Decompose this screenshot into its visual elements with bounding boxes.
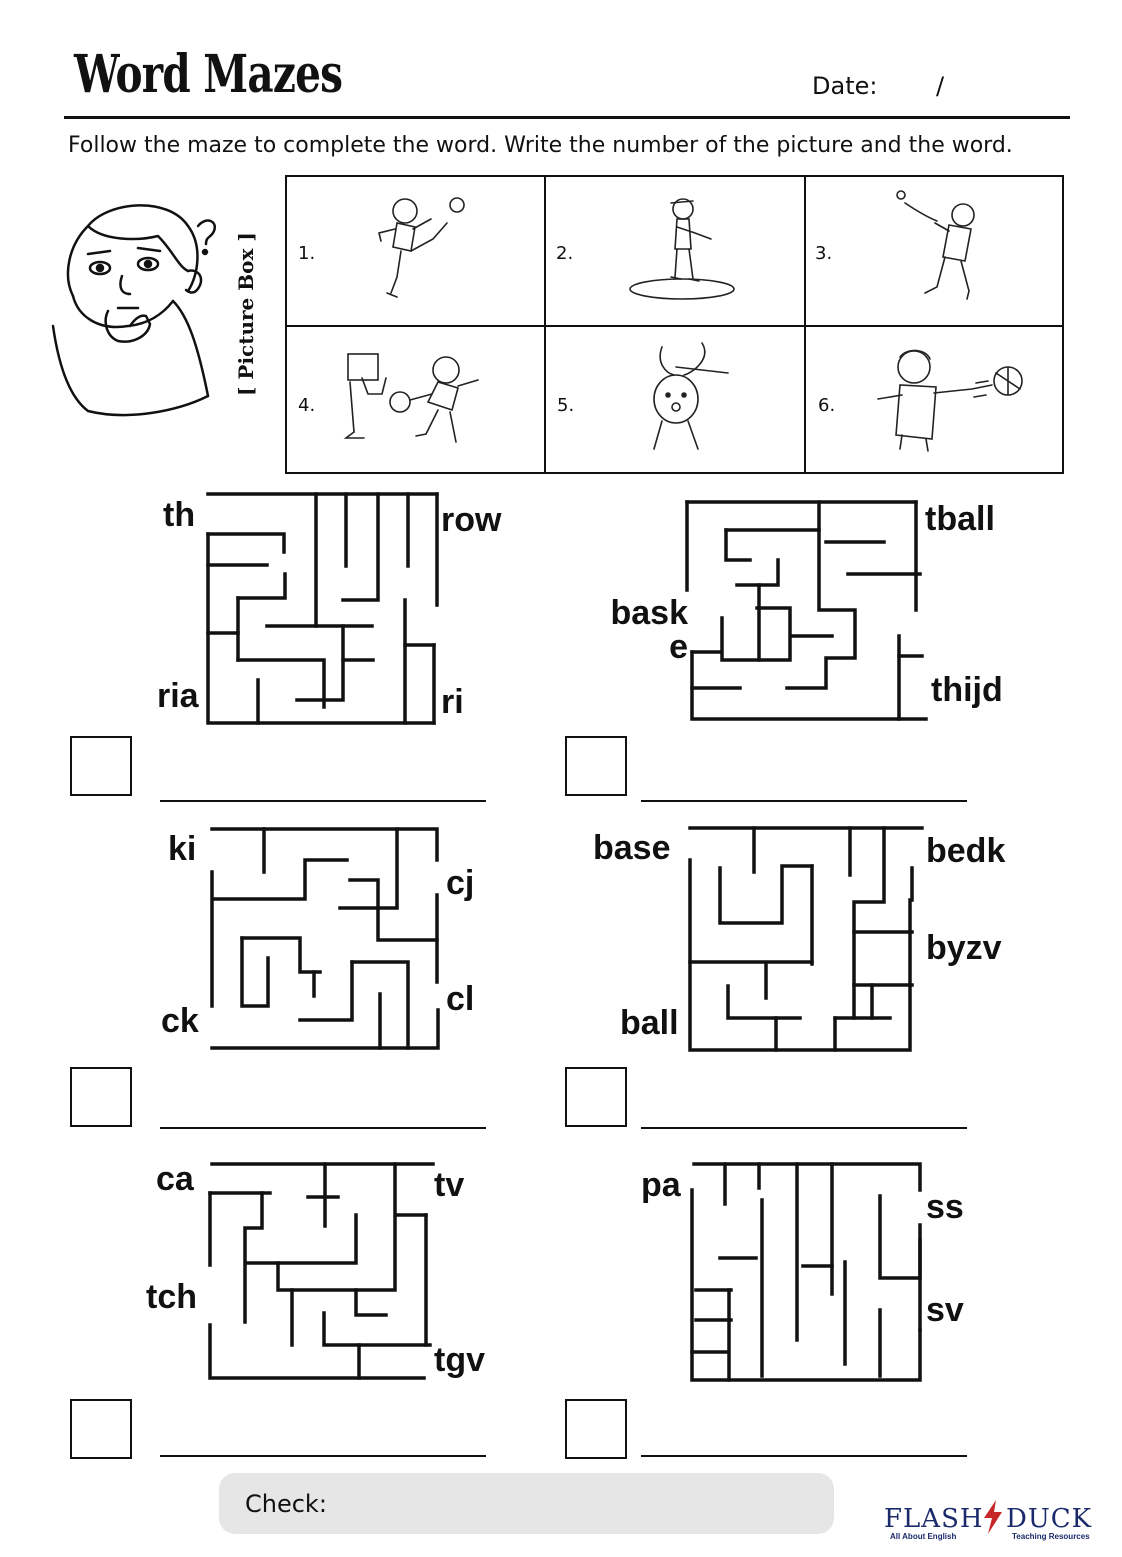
maze-5-ending-b: tch: [146, 1278, 197, 1316]
lightning-bolt-icon: [984, 1500, 1002, 1534]
answer-line[interactable]: [160, 1455, 486, 1457]
baseball-batter-icon: [629, 198, 735, 300]
maze-4-ending-b: byzv: [926, 929, 1002, 967]
picture-number: 3.: [815, 243, 833, 264]
maze-2-ending-b: thijd: [931, 671, 1003, 709]
maze-1-ending-c: ri: [441, 683, 464, 721]
maze-6-start: pa: [641, 1166, 681, 1204]
basketball-girl-icon: [343, 353, 479, 443]
page-title: Word Mazes: [74, 44, 343, 105]
answer-number-box[interactable]: [70, 1067, 132, 1127]
maze-6-ending-b: sv: [926, 1291, 964, 1329]
maze-2-start: tball: [925, 500, 995, 538]
maze-4-start: base: [593, 829, 671, 867]
answer-number-box[interactable]: [70, 1399, 132, 1459]
logo-tagline-left: All About English: [890, 1532, 957, 1541]
date-separator: /: [936, 72, 945, 100]
answer-line[interactable]: [160, 1127, 486, 1129]
logo-text-left: FLASH: [884, 1504, 984, 1534]
maze-4-ending-a: bedk: [926, 832, 1006, 870]
picture-number: 6.: [818, 395, 836, 416]
flash-duck-logo: FLASH DUCK All About English Teaching Re…: [884, 1500, 1114, 1546]
picture-number: 5.: [557, 395, 575, 416]
maze-5-ending-a: tv: [434, 1166, 465, 1204]
check-field[interactable]: Check:: [219, 1473, 834, 1534]
throwing-ball-boy-icon: [896, 190, 975, 300]
maze-4-ending-c: ball: [620, 1004, 679, 1042]
check-label: Check:: [245, 1490, 327, 1518]
picture-number: 1.: [298, 243, 316, 264]
maze-6-ending-a: ss: [926, 1188, 964, 1226]
maze-5-start: ca: [156, 1160, 194, 1198]
maze-3-ending-a: cj: [446, 864, 475, 902]
maze-3-ending-c: ck: [161, 1002, 199, 1040]
logo-text-right: DUCK: [1006, 1504, 1093, 1534]
picture-number: 2.: [556, 243, 574, 264]
maze-1-start: th: [163, 496, 196, 534]
picture-number: 4.: [298, 395, 316, 416]
answer-line[interactable]: [641, 1127, 967, 1129]
answer-line[interactable]: [160, 800, 486, 802]
maze-2-ending-a: bask e: [610, 594, 689, 666]
instructions: Follow the maze to complete the word. Wr…: [68, 133, 1013, 158]
thinking-boy-illustration: [51, 204, 217, 417]
header-rule: [64, 116, 1070, 119]
maze-1-ending-a: row: [441, 501, 502, 539]
answer-line[interactable]: [641, 800, 967, 802]
logo-tagline-right: Teaching Resources: [1012, 1532, 1090, 1541]
answer-number-box[interactable]: [565, 1399, 627, 1459]
date-label: Date:: [812, 72, 878, 100]
answer-line[interactable]: [641, 1455, 967, 1457]
holding-rabbit-icon: [653, 342, 729, 450]
maze-3-start: ki: [168, 830, 197, 868]
catching-basketball-boy-icon: [877, 349, 1023, 452]
answer-number-box[interactable]: [565, 1067, 627, 1127]
picture-box-grid: 1. 2. 3. 4.: [285, 175, 1064, 474]
answer-number-box[interactable]: [565, 736, 627, 796]
kicking-ball-boy-icon: [378, 197, 465, 298]
answer-number-box[interactable]: [70, 736, 132, 796]
maze-1-ending-b: ria: [157, 677, 199, 715]
maze-5-ending-c: tgv: [434, 1341, 485, 1379]
maze-3-ending-b: cl: [446, 980, 475, 1018]
